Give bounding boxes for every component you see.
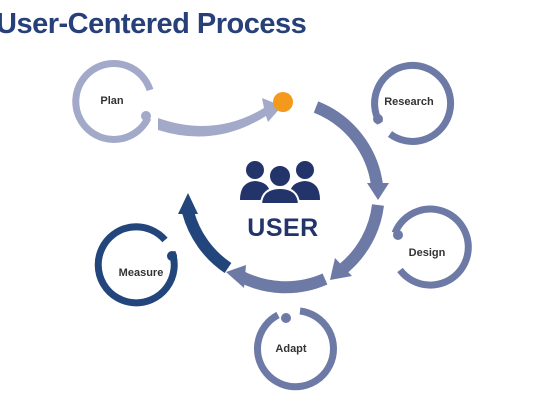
node-measure: Measure xyxy=(94,223,178,307)
adapt-label: Adapt xyxy=(275,343,307,355)
cycle-arc-bottom xyxy=(237,270,328,294)
page-title: User-Centered Process xyxy=(0,8,307,40)
research-label: Research xyxy=(384,96,434,108)
cycle-ring xyxy=(178,101,396,294)
node-design: Design xyxy=(391,205,472,289)
plan-dot xyxy=(141,111,151,121)
plan-ring xyxy=(72,60,154,143)
cycle-arrowhead-lower-right xyxy=(330,258,352,280)
node-research: Research xyxy=(371,61,454,145)
plan-label: Plan xyxy=(100,95,124,107)
measure-label: Measure xyxy=(119,267,164,279)
design-label: Design xyxy=(409,247,446,259)
measure-ring xyxy=(94,223,178,307)
cycle-arc-lower-right xyxy=(339,204,384,273)
start-dot xyxy=(273,92,293,112)
research-dot xyxy=(373,114,383,124)
plan-connector-arrow xyxy=(158,98,282,137)
cycle-arc-left xyxy=(182,210,232,273)
center-label: USER xyxy=(247,214,318,242)
design-dot xyxy=(393,230,403,240)
cycle-arc-right xyxy=(313,101,383,186)
adapt-ring xyxy=(254,307,337,391)
cycle-arrowhead-right xyxy=(367,183,389,200)
design-ring xyxy=(391,205,472,289)
cycle-arrowhead-left xyxy=(178,193,198,214)
research-ring xyxy=(371,61,454,145)
cycle-arrowhead-bottom xyxy=(226,265,246,288)
measure-dot xyxy=(167,251,177,261)
node-adapt: Adapt xyxy=(254,307,337,391)
node-plan: Plan xyxy=(72,60,154,143)
adapt-dot xyxy=(281,313,291,323)
cycle-arc-main xyxy=(316,105,396,208)
user-group-icon xyxy=(240,161,320,205)
